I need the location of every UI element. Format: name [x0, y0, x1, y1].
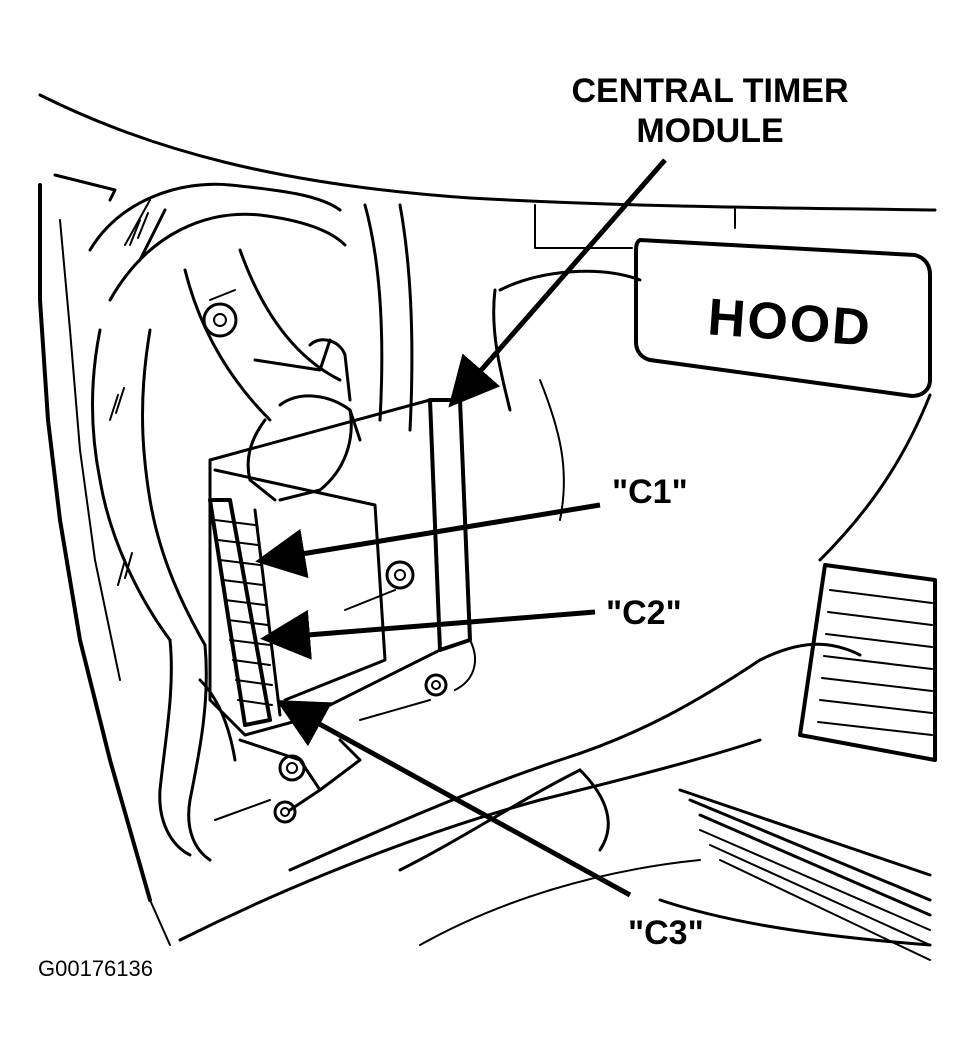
central-timer-label-line2: MODULE: [636, 112, 783, 150]
central-timer-label-line1: CENTRAL TIMER: [571, 72, 848, 110]
c1-label: "C1": [612, 473, 688, 511]
c3-label: "C3": [628, 914, 704, 952]
dashboard-line-art: [38, 93, 937, 961]
c3-arrow: [276, 700, 632, 898]
c1-arrow: [255, 502, 601, 579]
c2-arrow: [260, 609, 596, 660]
c2-label: "C2": [606, 594, 682, 632]
central-timer-module-arrow: [448, 158, 667, 408]
callout-arrows: [255, 158, 667, 898]
figure-id: G00176136: [38, 956, 153, 981]
hood-label: HOOD: [706, 288, 874, 357]
